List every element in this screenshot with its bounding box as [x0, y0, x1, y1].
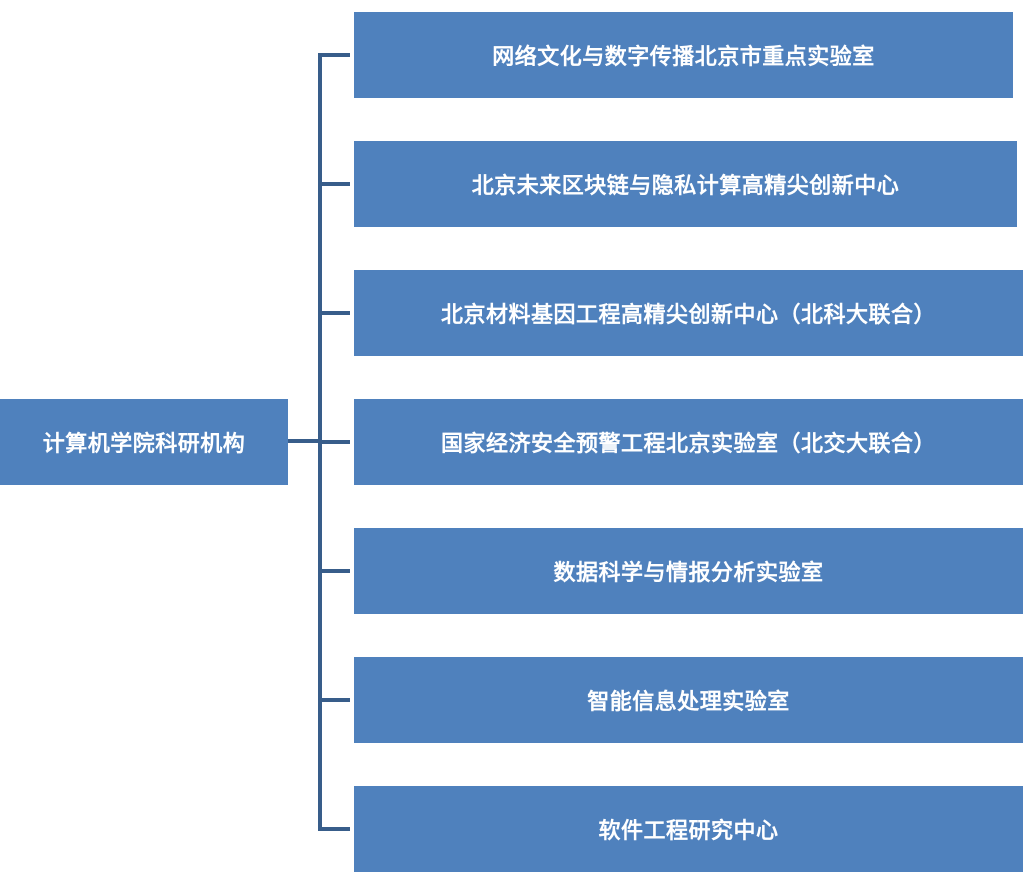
- child-node: 国家经济安全预警工程北京实验室（北交大联合）: [354, 399, 1023, 485]
- branch-connector: [320, 53, 350, 57]
- child-node-label: 北京未来区块链与隐私计算高精尖创新中心: [471, 173, 900, 199]
- child-node-label: 数据科学与情报分析实验室: [553, 560, 824, 586]
- child-node: 智能信息处理实验室: [354, 657, 1023, 743]
- child-node: 北京材料基因工程高精尖创新中心（北科大联合）: [354, 270, 1023, 356]
- branch-connector: [320, 569, 350, 573]
- child-node: 北京未来区块链与隐私计算高精尖创新中心: [354, 141, 1017, 227]
- child-node: 软件工程研究中心: [354, 786, 1023, 872]
- branch-connector: [320, 827, 350, 831]
- branch-connector: [320, 440, 350, 444]
- child-node-label: 网络文化与数字传播北京市重点实验室: [492, 44, 875, 70]
- child-node: 数据科学与情报分析实验室: [354, 528, 1023, 614]
- root-node: 计算机学院科研机构: [0, 399, 288, 485]
- root-connector: [288, 439, 322, 443]
- branch-connector: [320, 698, 350, 702]
- child-node-label: 国家经济安全预警工程北京实验室（北交大联合）: [440, 431, 936, 457]
- child-node: 网络文化与数字传播北京市重点实验室: [354, 12, 1013, 98]
- child-node-label: 智能信息处理实验室: [587, 689, 790, 715]
- branch-connector: [320, 311, 350, 315]
- branch-connector: [320, 182, 350, 186]
- child-node-label: 软件工程研究中心: [598, 818, 779, 844]
- child-node-label: 北京材料基因工程高精尖创新中心（北科大联合）: [440, 302, 936, 328]
- root-node-label: 计算机学院科研机构: [42, 431, 246, 457]
